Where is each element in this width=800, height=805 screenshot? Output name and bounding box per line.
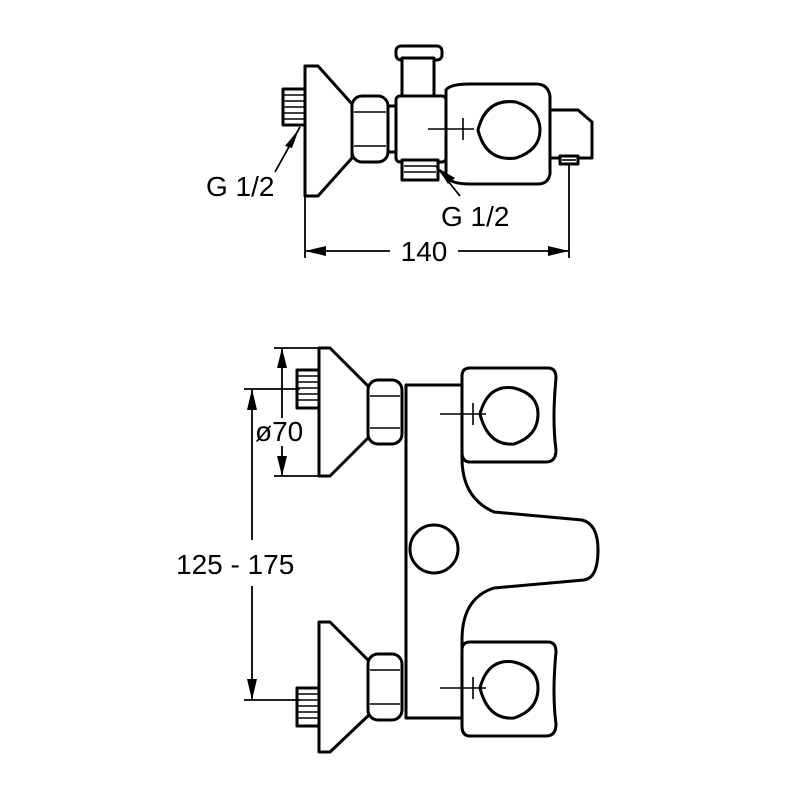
side-outlet-thread bbox=[400, 158, 440, 182]
side-diverter bbox=[394, 44, 444, 100]
diameter-dimension-label: ø70 bbox=[255, 416, 303, 447]
side-spout bbox=[548, 108, 594, 160]
front-upper-rosette bbox=[317, 346, 372, 478]
side-rosette bbox=[303, 64, 354, 198]
thread-label-left: G 1/2 bbox=[206, 171, 274, 202]
side-handle bbox=[444, 82, 552, 186]
front-body bbox=[404, 383, 600, 720]
front-upper-hex-nut bbox=[366, 378, 404, 446]
front-lower-hex-nut bbox=[366, 652, 404, 722]
front-upper-inlet-thread bbox=[295, 368, 321, 410]
thread-label-right: G 1/2 bbox=[441, 201, 509, 232]
side-inlet-thread bbox=[281, 87, 307, 127]
width-dimension-label: 140 bbox=[401, 236, 448, 267]
front-lower-inlet-thread bbox=[295, 686, 321, 728]
side-hex-nut bbox=[350, 94, 390, 164]
centre-distance-dimension: 125 - 175 bbox=[176, 388, 300, 701]
front-upper-handle bbox=[460, 366, 558, 464]
side-view: G 1/2 G 1/2 140 bbox=[206, 44, 594, 267]
diameter-dimension: ø70 bbox=[255, 347, 330, 477]
diverter-knob bbox=[408, 523, 460, 575]
front-view: ø70 125 - 175 bbox=[176, 346, 600, 754]
centre-distance-dimension-label: 125 - 175 bbox=[176, 549, 294, 580]
front-lower-rosette bbox=[317, 620, 372, 754]
front-lower-handle bbox=[460, 640, 558, 738]
width-dimension: 140 bbox=[304, 164, 570, 267]
